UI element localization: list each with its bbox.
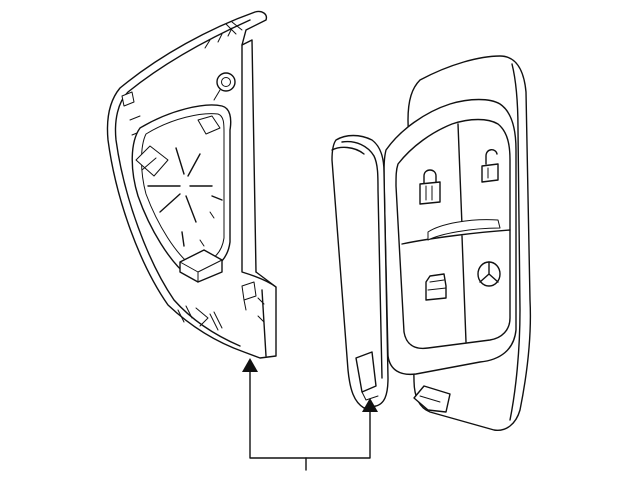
trunk-release-icon: [425, 273, 447, 301]
arrow-head-left: [242, 358, 258, 372]
back-cover-housing: [106, 10, 277, 359]
key-fob-transmitter: [331, 55, 532, 431]
callout-leader: [242, 358, 378, 471]
arrow-head-right: [362, 398, 378, 412]
unlock-icon: [481, 149, 499, 183]
remote-start-icon: [477, 261, 501, 287]
lock-icon: [419, 169, 441, 205]
